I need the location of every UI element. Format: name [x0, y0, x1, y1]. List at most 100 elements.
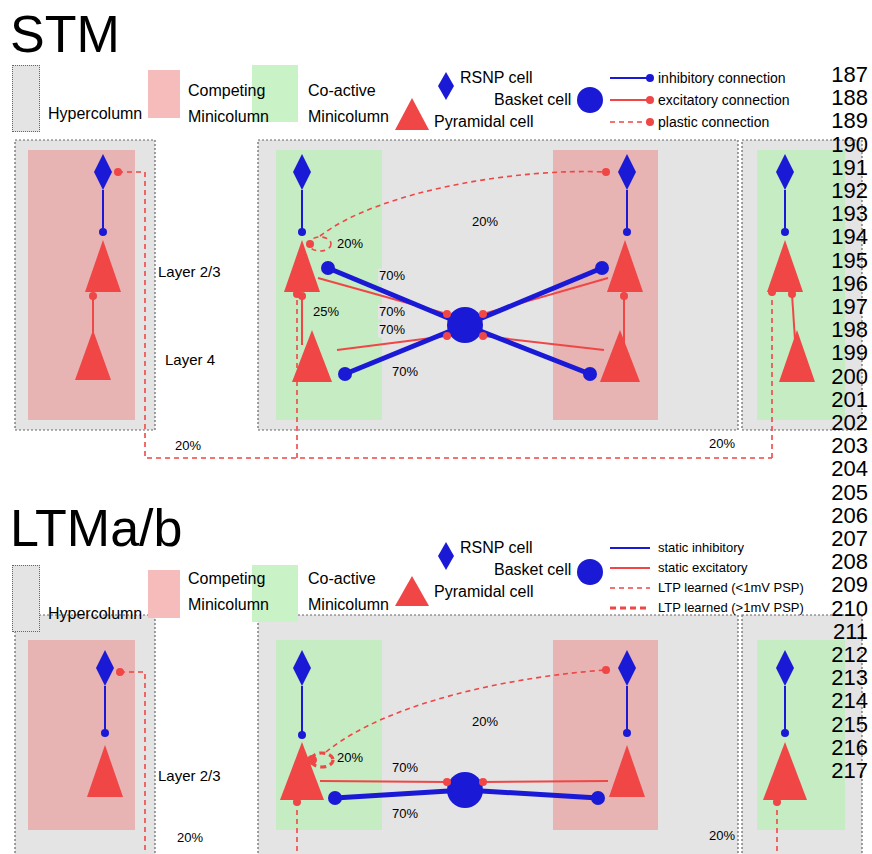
legend-label: Co-active Minicolumn — [308, 78, 400, 130]
inhibitory-connection — [301, 190, 303, 232]
competing-minicolumn — [28, 150, 135, 420]
rsnp-cell — [776, 154, 794, 190]
legend-label: RSNP cell — [460, 69, 533, 87]
excitatory-connection — [301, 296, 303, 345]
line-number: 195 — [831, 250, 868, 272]
line-number: 215 — [831, 714, 868, 736]
basket-inhibition — [328, 268, 602, 798]
synapse-dot-blue — [321, 261, 335, 275]
connection-probability: 70% — [391, 761, 419, 776]
plastic-connection — [120, 672, 145, 854]
excitatory-connection — [610, 99, 650, 101]
synapse-dot-blue — [623, 729, 631, 737]
connection-probability: 70% — [378, 305, 406, 320]
plastic-connection — [610, 587, 650, 589]
legend-swatch — [148, 570, 180, 618]
inhibitory-connection — [784, 190, 786, 232]
inhibitory-connection — [610, 77, 650, 79]
line-number: 191 — [831, 157, 868, 179]
pyramidal-cell — [395, 98, 429, 130]
basket-cell — [447, 87, 603, 808]
hypercolumn — [258, 140, 738, 430]
legend-label: Hypercolumn — [48, 105, 142, 123]
rsnp-cell — [96, 650, 114, 686]
legend-label: plastic connection — [658, 114, 769, 130]
synapse-dot-red — [306, 240, 314, 248]
line-number: 187 — [831, 64, 868, 86]
connection-probability: 20% — [708, 829, 736, 844]
line-number: 192 — [831, 180, 868, 202]
competing-minicolumn — [28, 640, 135, 830]
excitatory-connection — [792, 294, 795, 340]
pyramidal-cell — [607, 240, 643, 292]
synapse-dot-red — [479, 778, 487, 786]
synapse-dot-red — [788, 290, 796, 298]
rsnp-cell — [293, 650, 311, 686]
inhibitory-connection — [102, 190, 104, 232]
synapse-dot-blue — [298, 228, 306, 236]
hypercolumn — [15, 615, 155, 854]
plastic-connection — [326, 670, 606, 752]
legend-label: Basket cell — [494, 561, 571, 579]
synapse-dot-blue — [328, 791, 342, 805]
synapse-dot-red — [443, 778, 451, 786]
legend-label: Competing Minicolumn — [188, 566, 280, 618]
synapse-dot-red — [443, 332, 451, 340]
pyramidal-cell — [280, 742, 324, 800]
rsnp-cell — [618, 650, 636, 686]
excitatory-connection — [320, 781, 447, 782]
legend-label: static inhibitory — [658, 541, 744, 556]
basket-cell — [447, 307, 483, 343]
inhibitory-connection — [784, 686, 786, 733]
legend-label: Basket cell — [494, 91, 571, 109]
panel-title: LTMa/b — [10, 502, 182, 554]
legend-label: excitatory connection — [658, 92, 790, 108]
line-number: 212 — [831, 644, 868, 666]
inhibitory-connection — [626, 190, 628, 232]
synapse-dot-red — [602, 666, 610, 674]
synapse-dot-red — [479, 332, 487, 340]
synapse-dot-red — [773, 798, 781, 806]
line-number: 188 — [831, 87, 868, 109]
excitatory-connection — [610, 567, 650, 569]
plastic-connection — [610, 121, 650, 123]
layer-label: Layer 4 — [165, 351, 215, 368]
line-number: 217 — [831, 760, 868, 782]
pyramidal-cell — [395, 576, 429, 606]
excitatory-connection — [623, 296, 625, 345]
co-active-minicolumn — [276, 640, 382, 830]
hypercolumn — [15, 140, 862, 854]
plastic-connection — [771, 292, 773, 458]
synapse-dot-blue — [595, 261, 609, 275]
synapse-dot-blue — [338, 367, 352, 381]
competing-minicolumn — [28, 150, 658, 830]
legend-label: LTP learned (<1mV PSP) — [658, 581, 804, 596]
line-number: 216 — [831, 737, 868, 759]
synapse-dot-red — [443, 310, 451, 318]
competing-minicolumn — [553, 640, 658, 830]
rsnp-cell — [438, 72, 454, 100]
inhibitory-connection — [610, 547, 650, 549]
line-number: 206 — [831, 505, 868, 527]
pyramidal-cell — [767, 240, 803, 292]
pyramidal-cell — [85, 240, 121, 292]
synapse-dot-red — [89, 292, 97, 300]
legend-label: Competing Minicolumn — [188, 78, 280, 130]
excitatory-connection — [483, 781, 608, 782]
legend-swatch — [12, 565, 40, 632]
line-number: 205 — [831, 482, 868, 504]
connection-probability: 25% — [312, 305, 340, 320]
pyramidal-cell — [763, 742, 807, 800]
connection-probability: 20% — [175, 439, 201, 454]
connection-probability: 70% — [391, 807, 419, 822]
synapse-dot-red — [307, 755, 317, 765]
synapse-dot-red — [116, 668, 124, 676]
line-number: 204 — [831, 458, 868, 480]
line-number: 197 — [831, 296, 868, 318]
legend-label: Co-active Minicolumn — [308, 566, 400, 618]
inhibitory-connection — [104, 686, 106, 733]
synapse-dot-blue — [583, 367, 597, 381]
legend-label: Pyramidal cell — [434, 583, 534, 601]
connection-probability: 20% — [471, 715, 499, 730]
